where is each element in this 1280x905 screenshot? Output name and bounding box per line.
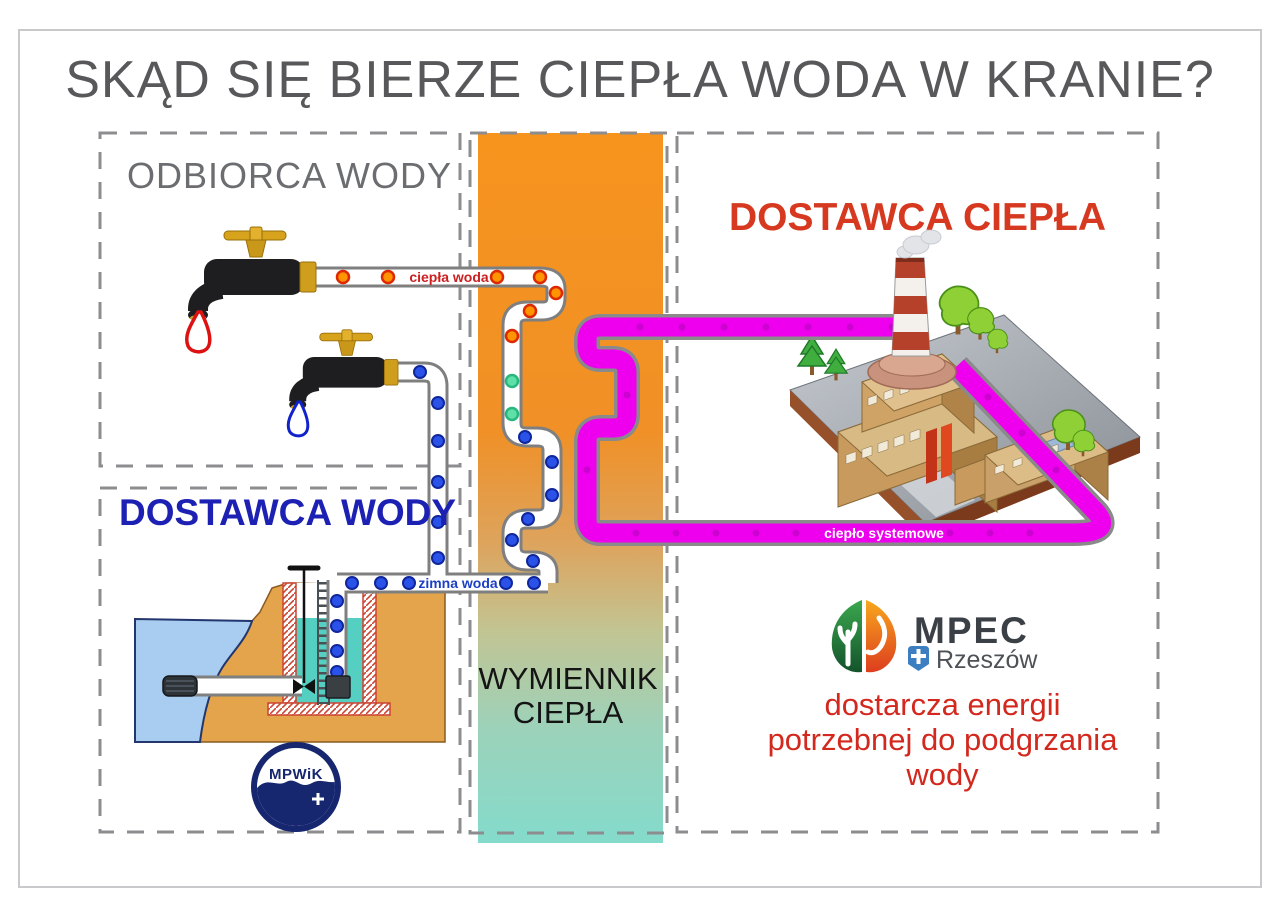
district-heat-pipe-label: ciepło systemowe bbox=[824, 525, 944, 541]
heat-exchanger-column bbox=[478, 133, 663, 843]
mpwik-wordmark: MPWiK bbox=[269, 766, 323, 783]
pump-block bbox=[325, 675, 351, 699]
caption-line2: potrzebnej do podgrzania bbox=[767, 722, 1118, 757]
hot-water-dots bbox=[335, 269, 564, 344]
heat-exchanger-label: WYMIENNIK CIEPŁA bbox=[462, 662, 674, 730]
pine-tree bbox=[797, 335, 827, 376]
cold-water-dots bbox=[330, 365, 559, 679]
cold-water-pipe-label: zimna woda bbox=[418, 575, 498, 591]
heat-supplier-label: DOSTAWCA CIEPŁA bbox=[729, 196, 1106, 239]
heat-exchanger-box bbox=[468, 131, 669, 835]
cold-tap bbox=[288, 330, 398, 438]
caption-line3: wody bbox=[906, 757, 979, 792]
heat-supplier-box bbox=[675, 131, 1160, 834]
hot-water-pipe-label: ciepła woda bbox=[409, 269, 489, 285]
valve-icon bbox=[293, 679, 315, 694]
page-border bbox=[18, 29, 1262, 888]
building-windows bbox=[845, 377, 926, 465]
mpec-logo: MPEC Rzeszów bbox=[831, 600, 1038, 674]
page-title: SKĄD SIĘ BIERZE CIEPŁA WODA W KRANIE? bbox=[65, 51, 1215, 109]
caption-line1: dostarcza energii bbox=[824, 687, 1061, 722]
plant-door bbox=[941, 423, 952, 479]
well-equipment bbox=[162, 565, 351, 699]
filter-mesh bbox=[166, 680, 194, 692]
mpec-leaf-icon bbox=[831, 600, 897, 673]
well-wall-right bbox=[362, 582, 377, 704]
mpwik-cross-icon bbox=[312, 793, 324, 805]
mpec-wordmark: MPEC bbox=[914, 610, 1029, 651]
mpec-city: Rzeszów bbox=[936, 646, 1038, 674]
hot-tap bbox=[187, 227, 316, 354]
mpec-caption: dostarcza energii potrzebnej do podgrzan… bbox=[690, 687, 1195, 792]
smoke-icon bbox=[896, 229, 942, 259]
district-heat-dots bbox=[583, 323, 1060, 537]
warming-water-dots bbox=[504, 373, 520, 422]
mpwik-logo: MPWiK bbox=[251, 742, 341, 832]
chimney-stripes bbox=[892, 258, 930, 350]
water-intake-illustration bbox=[134, 580, 446, 743]
mpec-shield-icon bbox=[908, 646, 929, 671]
plant-chimney bbox=[867, 229, 957, 390]
plant-door bbox=[926, 428, 937, 484]
district-heat-pipe bbox=[574, 314, 1115, 546]
water-recipient-label: ODBIORCA WODY bbox=[127, 155, 453, 196]
mpwik-wave bbox=[257, 780, 335, 826]
water-supplier-box bbox=[98, 486, 462, 834]
water-recipient-box bbox=[98, 131, 462, 468]
heat-exchanger-label-line1: WYMIENNIK bbox=[478, 661, 658, 696]
heat-exchanger-label-line2: CIEPŁA bbox=[512, 695, 624, 730]
water-supplier-label: DOSTAWCA WODY bbox=[119, 492, 457, 533]
